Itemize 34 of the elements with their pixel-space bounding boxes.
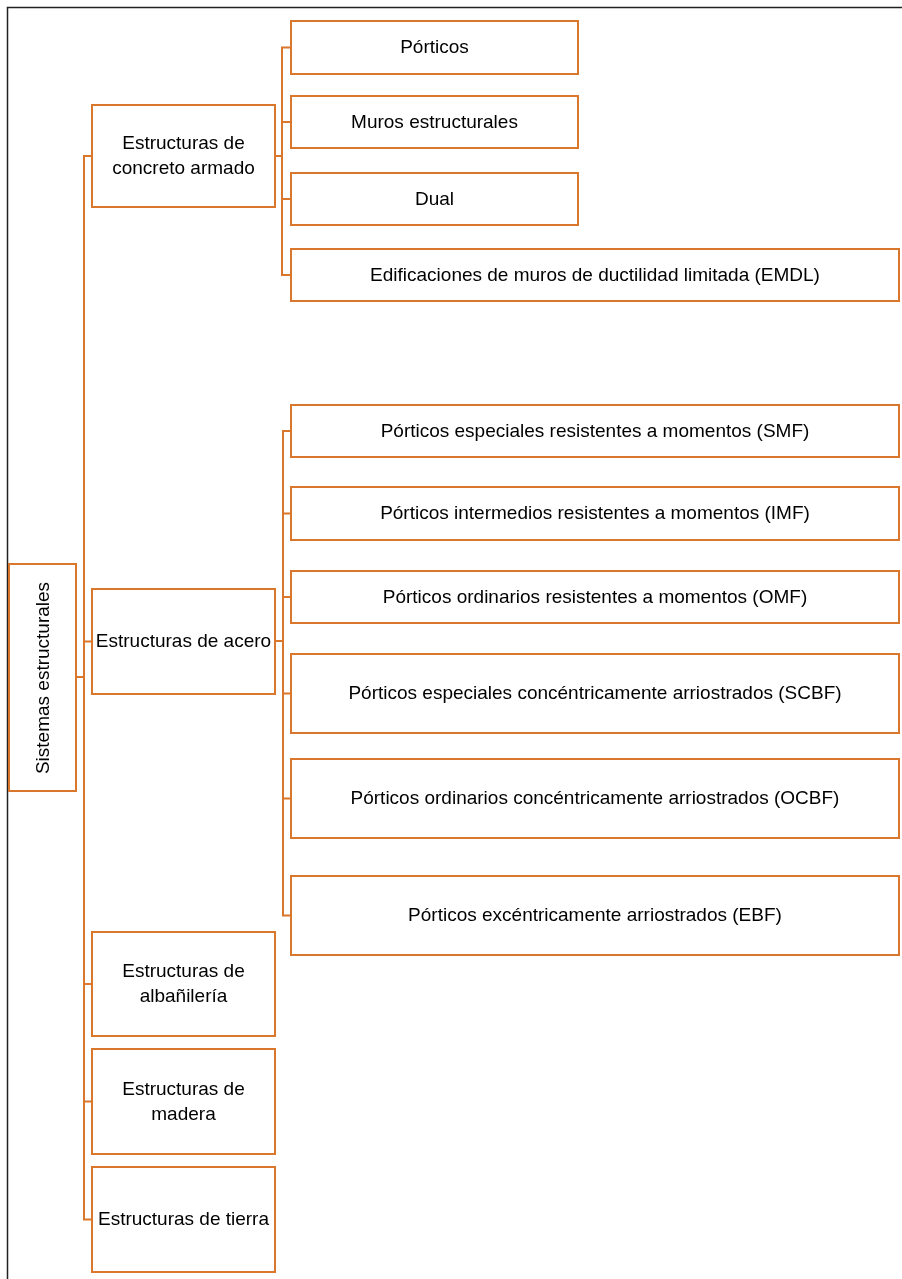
box-label: Pórticos ordinarios concéntricamente arriostrados (OCBF) bbox=[350, 786, 840, 811]
category-box bbox=[91, 1048, 276, 1155]
category-box bbox=[91, 1166, 276, 1273]
box-label: Estructuras de madera bbox=[121, 1076, 246, 1126]
category-box bbox=[290, 20, 579, 75]
box-label: Dual bbox=[414, 186, 455, 211]
connector-line bbox=[275, 155, 291, 276]
category-box bbox=[290, 758, 900, 839]
box-label: Estructuras de albañilería bbox=[121, 959, 246, 1008]
category-box bbox=[290, 570, 900, 624]
box-label: Pórticos especiales concéntricamente arriostrados (SCBF) bbox=[348, 681, 842, 706]
category-box bbox=[91, 931, 276, 1037]
box-label: Sistemas estructurales bbox=[30, 580, 54, 776]
category-box bbox=[290, 875, 900, 956]
connector-line bbox=[275, 640, 291, 917]
category-box bbox=[91, 104, 276, 208]
category-box bbox=[290, 486, 900, 541]
box-label: Pórticos especiales resistentes a momentos (SMF) bbox=[380, 418, 810, 443]
box-label: Pórticos ordinarios resistentes a momentos (OMF) bbox=[382, 584, 808, 609]
box-label: Pórticos excéntricamente arriostrados (EBF) bbox=[408, 903, 782, 928]
category-box bbox=[290, 248, 900, 302]
box-label: Edificaciones de muros de ductilidad limitada (EMDL) bbox=[370, 262, 820, 287]
box-label: Pórticos intermedios resistentes a momentos (IMF) bbox=[380, 501, 810, 526]
category-box bbox=[290, 95, 579, 149]
box-label: Muros estructurales bbox=[351, 109, 518, 134]
category-box bbox=[91, 588, 276, 695]
box-label: Estructuras de concreto armado bbox=[111, 131, 256, 180]
box-label: Estructuras de acero bbox=[95, 629, 272, 654]
box-label: Estructuras de tierra bbox=[97, 1207, 270, 1232]
category-box bbox=[290, 404, 900, 458]
root-box bbox=[8, 563, 77, 792]
category-box bbox=[290, 653, 900, 734]
box-label: Pórticos bbox=[400, 35, 469, 60]
category-box bbox=[290, 172, 579, 226]
